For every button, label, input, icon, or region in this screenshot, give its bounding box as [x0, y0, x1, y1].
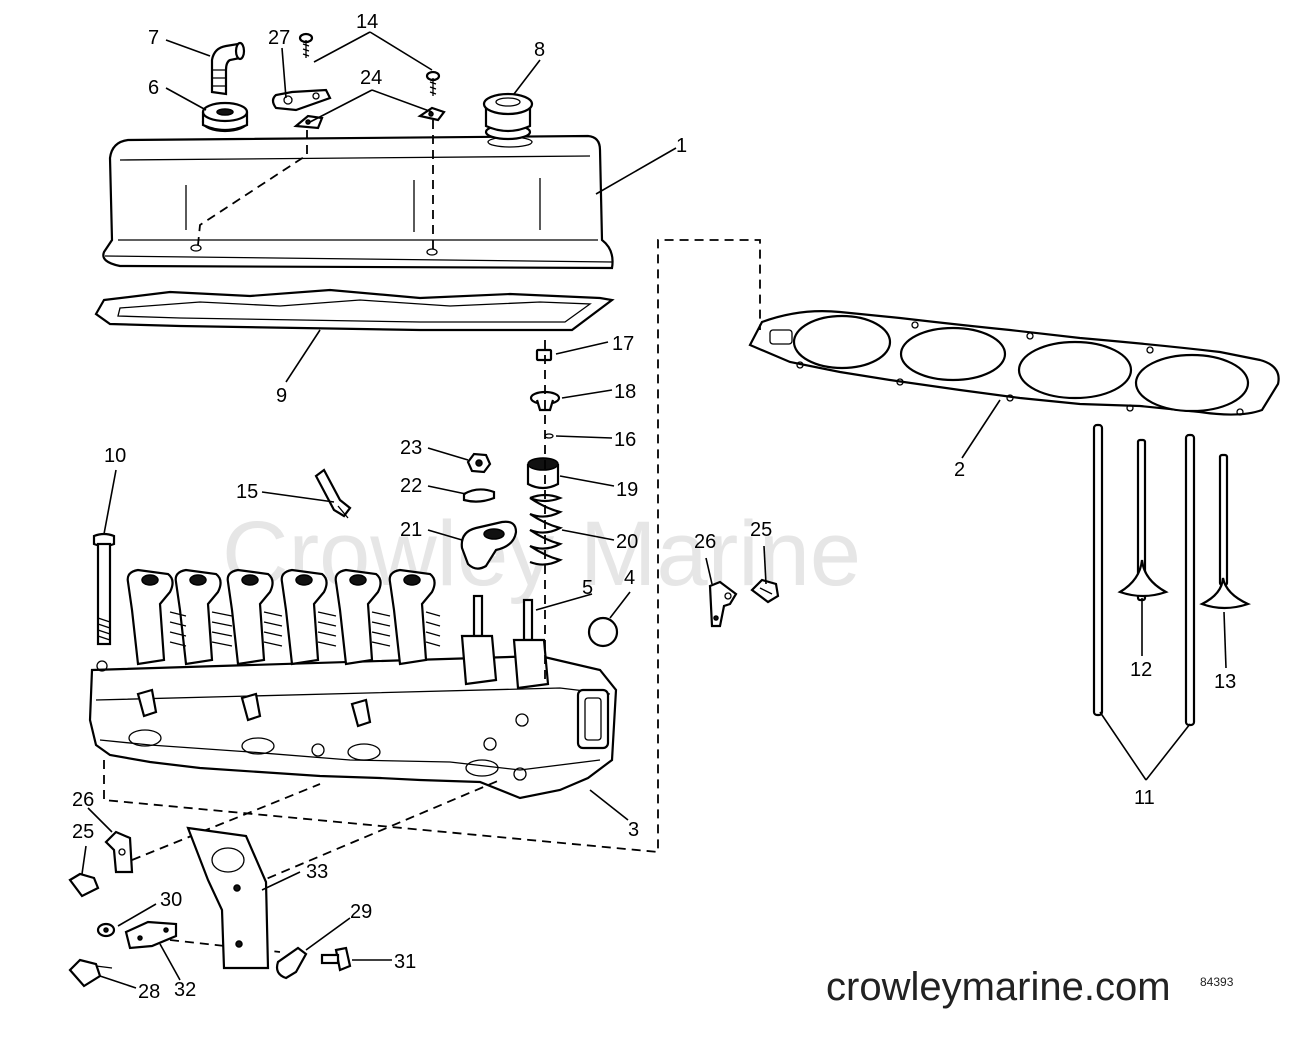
temperature-sender[interactable]: [314, 468, 352, 519]
callout-18: 18: [614, 381, 636, 403]
check-ball[interactable]: [587, 616, 619, 648]
callout-13: 13: [1214, 671, 1236, 693]
callout-33: 33: [306, 861, 328, 883]
callout-5: 5: [582, 577, 593, 599]
lock-washer[interactable]: [96, 922, 116, 938]
callout-14: 14: [356, 11, 378, 33]
callout-12: 12: [1130, 659, 1152, 681]
alignment-line-lower-1: [131, 783, 321, 861]
callout-7: 7: [148, 27, 159, 49]
bracket-bolt[interactable]: [68, 958, 113, 988]
callout-20: 20: [616, 531, 638, 553]
valve-keeper[interactable]: [535, 348, 553, 362]
callout-6: 6: [148, 77, 159, 99]
lifting-bracket[interactable]: [186, 826, 270, 970]
callout-27: 27: [268, 27, 290, 49]
callout-11: 11: [1134, 787, 1155, 809]
cover-clip-right[interactable]: [417, 106, 446, 122]
rocker-cover[interactable]: [102, 134, 614, 270]
callout-21: 21: [400, 519, 422, 541]
exhaust-valve[interactable]: [1199, 453, 1252, 610]
callout-1: 1: [676, 135, 687, 157]
terminal-screw[interactable]: [320, 946, 352, 972]
callout-31: 31: [394, 951, 416, 973]
callout-17: 17: [612, 333, 634, 355]
harness-clip-upper[interactable]: [708, 580, 738, 628]
callout-19: 19: [616, 479, 638, 501]
ground-strap[interactable]: [124, 920, 178, 950]
assembly-outline: [103, 239, 761, 853]
callout-9: 9: [276, 385, 287, 407]
terminal-connector[interactable]: [275, 946, 308, 980]
hose-clip[interactable]: [271, 88, 332, 112]
pushrod-left[interactable]: [1092, 423, 1104, 717]
rocker-arm-row: [126, 568, 441, 666]
filler-cap[interactable]: [482, 92, 534, 141]
alignment-line-lower-2: [239, 779, 501, 891]
cover-gasket[interactable]: [94, 288, 615, 332]
callout-8: 8: [534, 39, 545, 61]
valve-stem-seal[interactable]: [526, 457, 560, 490]
callout-26-lower: 26: [72, 789, 94, 811]
rocker-arm-single[interactable]: [460, 520, 518, 570]
screw-right[interactable]: [425, 70, 441, 96]
rocker-nut[interactable]: [466, 452, 492, 474]
callout-3: 3: [628, 819, 639, 841]
rocker-ball[interactable]: [462, 488, 496, 503]
callout-32: 32: [174, 979, 196, 1001]
callout-10: 10: [104, 445, 126, 467]
harness-clip-lower[interactable]: [104, 830, 134, 874]
valve-spring[interactable]: [529, 493, 563, 566]
intake-valve[interactable]: [1117, 438, 1169, 602]
spark-plug-ports: [96, 660, 529, 781]
callout-4: 4: [624, 567, 635, 589]
callout-15: 15: [236, 481, 258, 503]
drawing-code: 84393: [1200, 975, 1234, 989]
callout-numbers: 1 2 3 4 5 6 7 8 9 10 11 12 13 14 15 16 1…: [72, 11, 1236, 1003]
screw-left[interactable]: [298, 32, 314, 58]
callout-22: 22: [400, 475, 422, 497]
valve-seal-small[interactable]: [544, 433, 554, 439]
rocker-studs: [460, 594, 550, 690]
head-gasket[interactable]: [748, 310, 1280, 416]
callout-24: 24: [360, 67, 382, 89]
elbow-fitting[interactable]: [210, 41, 246, 96]
clip-bolt-lower[interactable]: [68, 872, 100, 898]
cylinder-head[interactable]: [88, 568, 618, 800]
pushrod-right[interactable]: [1184, 433, 1196, 727]
clip-bolt-upper[interactable]: [750, 578, 780, 604]
callout-25-lower: 25: [72, 821, 94, 843]
callout-28: 28: [138, 981, 160, 1003]
callout-29: 29: [350, 901, 372, 923]
callout-25-upper: 25: [750, 519, 772, 541]
callout-30: 30: [160, 889, 182, 911]
callout-2: 2: [954, 459, 965, 481]
callout-23: 23: [400, 437, 422, 459]
grommet[interactable]: [201, 101, 249, 133]
callout-26-upper: 26: [694, 531, 716, 553]
head-bolt[interactable]: [92, 532, 116, 646]
website-url[interactable]: crowleymarine.com: [826, 965, 1171, 1009]
callout-16: 16: [614, 429, 636, 451]
leader-lines: [81, 31, 1227, 989]
